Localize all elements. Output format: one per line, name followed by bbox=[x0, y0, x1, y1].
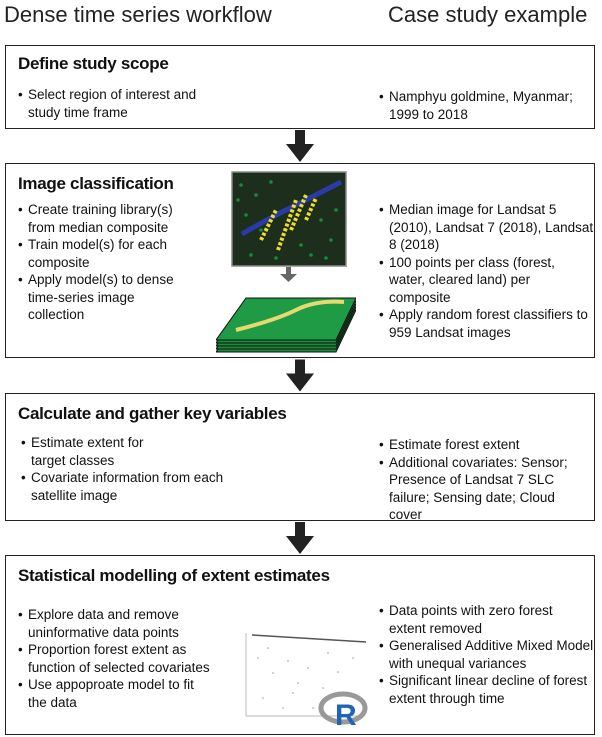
step-title: Statistical modelling of extent estimate… bbox=[18, 566, 330, 585]
case-bullets: Median image for Landsat 5 (2010), Lands… bbox=[379, 201, 594, 341]
step-image-classification: Image classification Create training lib… bbox=[5, 163, 595, 358]
workflow-header: Dense time series workflow bbox=[4, 2, 272, 27]
bullet: Create training library(s) from median c… bbox=[18, 201, 193, 236]
down-arrow-icon bbox=[280, 267, 297, 282]
classification-illustration bbox=[216, 171, 356, 353]
workflow-bullets: Create training library(s) from median c… bbox=[18, 201, 193, 324]
case-study-header: Case study example bbox=[388, 2, 588, 27]
scatter-plot bbox=[245, 633, 367, 717]
r-logo-icon: R bbox=[318, 691, 368, 728]
down-arrow-icon bbox=[286, 522, 314, 554]
step-title: Image classification bbox=[18, 174, 174, 193]
bullet: Median image for Landsat 5 (2010), Lands… bbox=[379, 201, 594, 254]
bullet: Significant linear decline of forest ext… bbox=[379, 672, 594, 707]
step-title: Define study scope bbox=[18, 54, 169, 73]
bullet: Train model(s) for each composite bbox=[18, 236, 193, 271]
workflow-bullets: Explore data and remove uninformative da… bbox=[18, 606, 233, 711]
down-arrow-icon bbox=[286, 359, 314, 392]
workflow-bullets: Select region of interest and study time… bbox=[18, 86, 218, 121]
bullet: Additional covariates: Sensor; Presence … bbox=[379, 454, 589, 524]
step-define-scope: Define study scope Select region of inte… bbox=[5, 45, 595, 129]
bullet: Estimate forest extent bbox=[379, 436, 589, 454]
step-statistical-modelling: Statistical modelling of extent estimate… bbox=[5, 555, 595, 735]
classified-image-stack bbox=[216, 297, 356, 353]
bullet: Apply model(s) to dense time-series imag… bbox=[18, 271, 193, 324]
case-bullets: Namphyu goldmine, Myanmar; 1999 to 2018 bbox=[379, 88, 579, 123]
workflow-bullets: Estimate extent for target classes Covar… bbox=[21, 434, 236, 504]
bullet: Apply random forest classifiers to 959 L… bbox=[379, 306, 594, 341]
bullet: Use appoproate model to fit the data bbox=[18, 676, 198, 711]
case-bullets: Estimate forest extent Additional covari… bbox=[379, 436, 589, 524]
down-arrow-icon bbox=[286, 130, 314, 162]
satellite-image bbox=[231, 171, 347, 267]
model-plot-illustration: R bbox=[245, 633, 368, 728]
step-calculate-variables: Calculate and gather key variables Estim… bbox=[5, 393, 595, 524]
bullet: Select region of interest and study time… bbox=[18, 86, 218, 121]
bullet: Data points with zero forest extent remo… bbox=[379, 602, 569, 637]
case-bullets: Data points with zero forest extent remo… bbox=[379, 602, 594, 707]
bullet: Generalised Additive Mixed Model with un… bbox=[379, 637, 594, 672]
bullet: 100 points per class (forest, water, cle… bbox=[379, 254, 594, 307]
svg-text:R: R bbox=[335, 699, 357, 728]
bullet: Explore data and remove uninformative da… bbox=[18, 606, 233, 641]
bullet: Estimate extent for target classes bbox=[21, 434, 181, 469]
step-title: Calculate and gather key variables bbox=[18, 404, 287, 423]
bullet: Proportion forest extent as function of … bbox=[18, 641, 233, 676]
bullet: Covariate information from each satellit… bbox=[21, 469, 236, 504]
bullet: Namphyu goldmine, Myanmar; 1999 to 2018 bbox=[379, 88, 579, 123]
